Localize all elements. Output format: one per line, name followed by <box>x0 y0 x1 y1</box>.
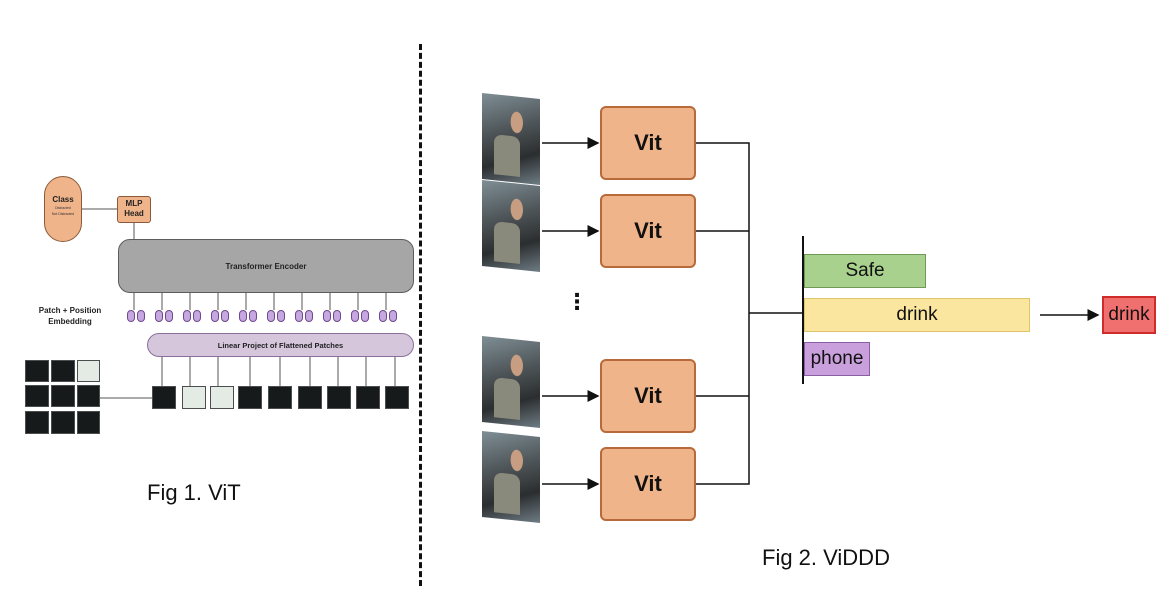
embedding-token <box>239 310 247 322</box>
embedding-token <box>323 310 331 322</box>
encoder-token-connectors <box>133 293 387 310</box>
class-option-distracted: Distracted <box>55 206 71 210</box>
class-output-node: Class Distracted Not Distracted <box>44 176 82 242</box>
image-patch <box>77 411 100 434</box>
image-patch <box>77 385 100 407</box>
embedding-token <box>127 310 135 322</box>
fig2-caption: Fig 2. ViDDD <box>762 545 890 570</box>
embedding-token <box>221 310 229 322</box>
image-patch <box>77 360 100 382</box>
patch-projection-connectors <box>161 357 396 386</box>
embedding-token <box>165 310 173 322</box>
embedding-token <box>295 310 303 322</box>
embedding-token <box>277 310 285 322</box>
embedding-token <box>137 310 145 322</box>
embedding-token <box>211 310 219 322</box>
image-patch <box>51 360 75 382</box>
transformer-encoder-box: Transformer Encoder <box>118 239 414 293</box>
bar-safe: Safe <box>804 254 926 288</box>
class-option-not-distracted: Not Distracted <box>51 212 75 216</box>
figure-divider <box>419 44 422 586</box>
prediction-result: drink <box>1102 296 1156 334</box>
embedding-label: Patch + Position Embedding <box>38 306 102 326</box>
image-patch <box>51 411 75 434</box>
embedding-token <box>193 310 201 322</box>
vit-model-box: Vit <box>600 359 696 433</box>
vit-model-box: Vit <box>600 447 696 521</box>
embedding-token <box>361 310 369 322</box>
flattened-patch <box>268 386 292 409</box>
image-patch <box>25 411 49 434</box>
embedding-token <box>183 310 191 322</box>
flattened-patch <box>210 386 234 409</box>
flattened-patch <box>152 386 176 409</box>
image-patch <box>25 360 49 382</box>
linear-projection-box: Linear Project of Flattened Patches <box>147 333 414 357</box>
fig1-connectors <box>82 208 396 399</box>
embedding-token <box>351 310 359 322</box>
fig1-caption: Fig 1. ViT <box>147 480 241 505</box>
embedding-token <box>267 310 275 322</box>
flattened-patch <box>238 386 262 409</box>
image-patch <box>25 385 49 407</box>
embedding-token <box>379 310 387 322</box>
image-patch <box>51 385 75 407</box>
flattened-patch <box>298 386 322 409</box>
vit-merge-lines <box>696 142 804 485</box>
class-title: Class <box>52 195 74 204</box>
embedding-token <box>389 310 397 322</box>
flattened-patch <box>356 386 380 409</box>
flattened-patch <box>327 386 351 409</box>
embedding-token <box>155 310 163 322</box>
ellipsis-vertical: ⋮ <box>566 289 588 314</box>
flattened-patch <box>385 386 409 409</box>
embedding-token <box>333 310 341 322</box>
bar-phone: phone <box>804 342 870 376</box>
flattened-patch <box>182 386 206 409</box>
vit-model-box: Vit <box>600 106 696 180</box>
vit-model-box: Vit <box>600 194 696 268</box>
embedding-token <box>305 310 313 322</box>
bar-drink: drink <box>804 298 1030 332</box>
mlp-head-box: MLP Head <box>117 196 151 223</box>
embedding-token <box>249 310 257 322</box>
